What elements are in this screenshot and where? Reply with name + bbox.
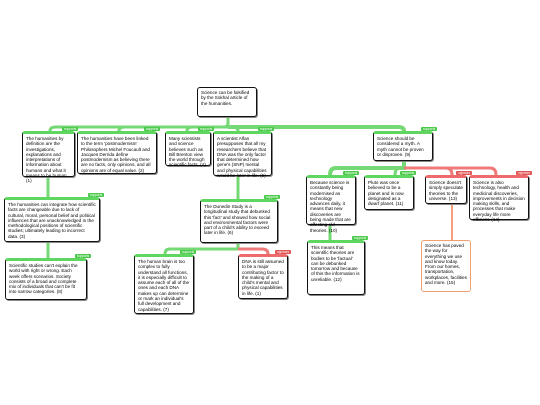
node-text: Pluto was once believed to be a planet a… <box>368 180 406 207</box>
node-h5[interactable]: Science should be considered a myth. A m… <box>373 131 433 161</box>
node-text: A scientist Alfan presupposes that all m… <box>217 136 268 179</box>
supports-tag: supports <box>198 127 215 131</box>
supports-tag: supports <box>144 127 161 131</box>
supports-tag: supports <box>88 193 105 197</box>
node-text: Many scientists and science believes suc… <box>169 136 206 168</box>
node-a6[interactable]: Science is also technology, health and m… <box>469 175 529 223</box>
node-text: The human brain is too complex to fully … <box>138 259 191 312</box>
node-c1[interactable]: Science has paved the way for everything… <box>421 240 471 292</box>
connector-root-h3 <box>185 125 228 132</box>
node-text: Science should be considered a myth. A m… <box>377 136 426 157</box>
supports-tag: supports <box>400 171 417 175</box>
connector-a2-b2 <box>163 243 240 255</box>
node-text: Scientific studies can't explain the wor… <box>9 263 79 295</box>
node-b1[interactable]: Scientific studies can't explain the wor… <box>5 258 87 300</box>
node-b2[interactable]: The human brain is too complex to fully … <box>134 254 194 314</box>
node-h4[interactable]: A scientist Alfan presupposes that all m… <box>213 131 272 179</box>
node-a4[interactable]: Pluto was once believed to be a planet a… <box>364 175 414 210</box>
node-a1[interactable]: The humanities can integrate how scienti… <box>4 197 100 242</box>
node-a2[interactable]: The Dunedin Study is a longitudinal stud… <box>200 199 278 243</box>
connector-root-h2 <box>117 125 228 132</box>
node-a3[interactable]: Because science is constantly being mode… <box>306 175 356 233</box>
node-text: Science doesn't simply speculate theorie… <box>429 180 465 201</box>
node-text: Science is also technology, health and m… <box>473 180 527 223</box>
supports-tag: supports <box>180 250 197 254</box>
supports-tag: supports <box>343 171 360 175</box>
supports-tag: supports <box>421 127 438 131</box>
node-b3[interactable]: DNA is still assumed to be a major contr… <box>238 254 288 299</box>
supports-tag: supports <box>258 127 275 131</box>
supports-tag: supports <box>75 254 92 258</box>
connector-h5-a6 <box>404 166 498 176</box>
opposes-tag: opposes <box>456 171 473 175</box>
node-text: The humanities have been linked to the t… <box>81 136 152 173</box>
node-text: The humanities can integrate how scienti… <box>8 202 98 239</box>
node-text: This means that scientific theories are … <box>311 245 361 282</box>
node-text: The Dunedin Study is a longitudinal stud… <box>204 204 272 236</box>
connector-h5-a3 <box>328 161 406 176</box>
node-text: Science has paved the way for everything… <box>425 243 469 286</box>
node-text: Science can be falsified by the Sokhal a… <box>201 90 251 106</box>
supports-tag: supports <box>62 127 79 131</box>
node-h1[interactable]: The humanities by definition are the inv… <box>22 131 75 183</box>
connector-h5-a4 <box>393 166 404 176</box>
supports-tag: supports <box>352 236 369 240</box>
node-h3[interactable]: Many scientists and science believes suc… <box>165 131 211 168</box>
node-text: Because science is constantly being mode… <box>310 180 353 233</box>
supports-tag: supports <box>264 195 281 199</box>
connector-a2-b3 <box>238 247 270 255</box>
opposes-tag: opposes <box>275 250 292 254</box>
node-text: The humanities by definition are the inv… <box>26 136 70 184</box>
opposes-tag: opposes <box>516 171 533 175</box>
node-h2[interactable]: The humanities have been linked to the t… <box>77 131 157 174</box>
connector-root-h5 <box>228 125 406 132</box>
node-b4[interactable]: This means that scientific theories are … <box>307 240 365 295</box>
node-text: DNA is still assumed to be a major contr… <box>242 259 286 296</box>
node-root[interactable]: Science can be falsified by the Sokhal a… <box>197 87 257 117</box>
node-a5[interactable]: Science doesn't simply speculate theorie… <box>425 175 467 204</box>
